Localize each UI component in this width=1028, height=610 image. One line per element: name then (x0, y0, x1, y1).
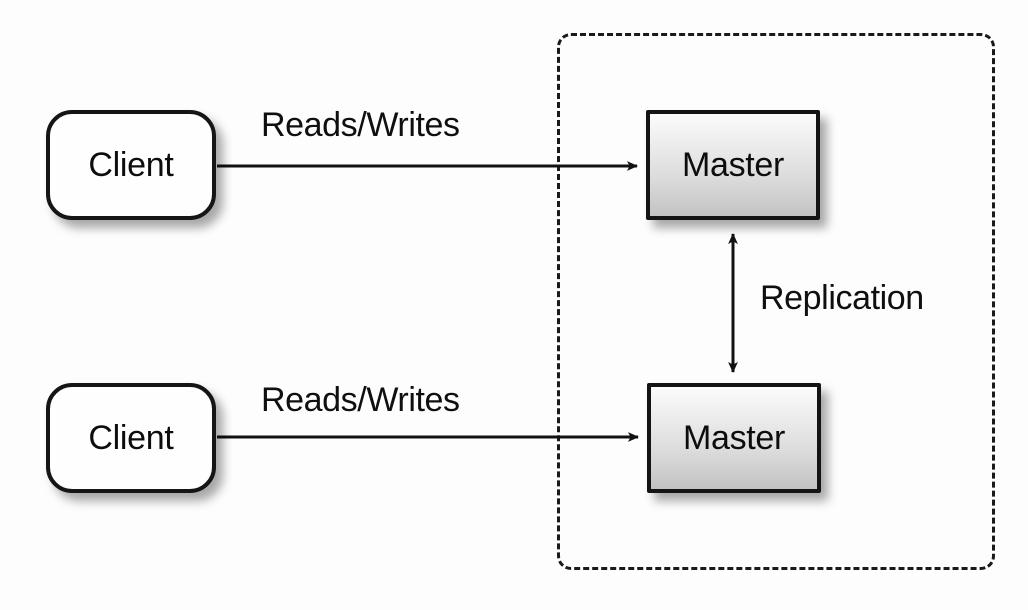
node-master-bottom-label: Master (682, 419, 786, 457)
node-client-bottom-label: Client (88, 419, 174, 457)
node-client-top[interactable]: Client (46, 110, 216, 220)
node-master-bottom[interactable]: Master (647, 383, 821, 493)
edge-label-reads-writes-bottom: Reads/Writes (261, 381, 460, 419)
node-client-bottom[interactable]: Client (46, 383, 216, 493)
edge-label-replication: Replication (760, 279, 924, 317)
cluster-boundary-dashed-rect (557, 33, 995, 570)
edge-label-reads-writes-top: Reads/Writes (261, 106, 460, 144)
node-master-top[interactable]: Master (646, 110, 820, 220)
node-master-top-label: Master (681, 146, 785, 184)
node-client-top-label: Client (88, 146, 174, 184)
